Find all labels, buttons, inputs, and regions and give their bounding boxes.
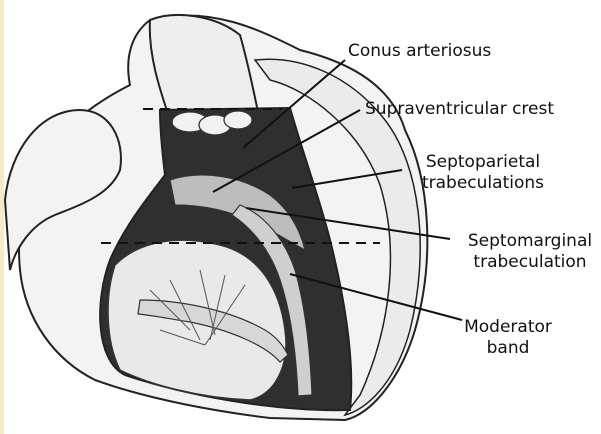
label-moderator-band: Moderator band xyxy=(443,317,573,359)
label-moderator-line2: band xyxy=(443,338,573,359)
label-septoparietal-line2: trabeculations xyxy=(408,173,558,194)
label-septomarginal-line1: Septomarginal xyxy=(455,231,601,252)
label-conus-arteriosus: Conus arteriosus xyxy=(348,41,491,62)
label-septoparietal-line1: Septoparietal xyxy=(408,152,558,173)
label-moderator-line1: Moderator xyxy=(443,317,573,338)
label-septomarginal-trabeculation: Septomarginal trabeculation xyxy=(455,231,601,273)
valve-cusp-3 xyxy=(224,111,252,129)
label-supraventricular-crest: Supraventricular crest xyxy=(365,99,554,120)
label-septoparietal-trabeculations: Septoparietal trabeculations xyxy=(408,152,558,194)
label-septomarginal-line2: trabeculation xyxy=(455,252,601,273)
